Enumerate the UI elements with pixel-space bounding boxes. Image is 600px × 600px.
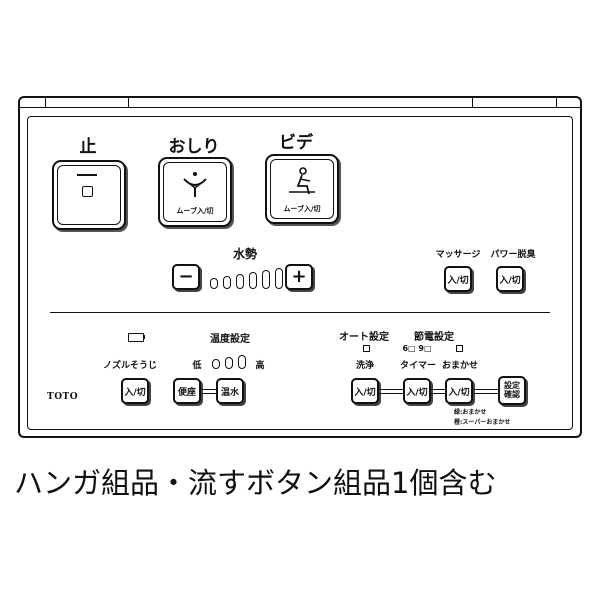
- timer-button[interactable]: 入/切: [403, 378, 431, 404]
- stop-label: 止: [79, 137, 97, 157]
- omakase-label: おまかせ: [441, 361, 478, 371]
- stop-square-icon: [82, 186, 93, 197]
- toto-logo: TOTO: [47, 392, 79, 402]
- water-pressure-plus-button[interactable]: +: [285, 264, 313, 290]
- auto-wash-button[interactable]: 入/切: [351, 378, 379, 404]
- bidet-label: ビデ: [279, 133, 313, 153]
- timer-label: タイマー: [399, 361, 436, 371]
- water-temperature-button[interactable]: 温水: [216, 378, 244, 404]
- energy-connector-line: [379, 393, 404, 394]
- temperature-level-2: [225, 357, 233, 369]
- hanger-divider: [128, 96, 129, 107]
- water-pressure-level-4: [249, 272, 257, 289]
- auto-wash-label: 洗浄: [355, 361, 374, 371]
- seat-temperature-button[interactable]: 便座: [173, 378, 201, 404]
- minus-icon: −: [178, 266, 194, 287]
- omakase-button[interactable]: 入/切: [445, 378, 473, 404]
- temperature-level-3: [238, 355, 246, 369]
- massage-label: マッサージ: [435, 250, 481, 260]
- stop-bar-icon: [77, 174, 97, 176]
- water-pressure-label: 水勢: [232, 247, 257, 261]
- battery-icon: [128, 333, 144, 342]
- setting-confirm-button[interactable]: 設定 確認: [498, 376, 526, 405]
- setting-confirm-line1: 設定: [504, 381, 520, 391]
- note-orange: 橙:スーパーおまかせ: [454, 419, 511, 426]
- setting-confirm-line2: 確認: [504, 389, 520, 399]
- nozzle-clean-button[interactable]: 入/切: [121, 378, 149, 404]
- temperature-high-label: 高: [255, 361, 265, 371]
- auto-indicator-icon: [363, 345, 370, 352]
- water-pressure-level-5: [262, 270, 270, 289]
- temperature-low-label: 低: [192, 361, 202, 371]
- oshiri-spray-icon: [183, 172, 207, 197]
- temperature-level-1: [212, 359, 220, 369]
- energy-setting-label: 節電設定: [414, 332, 454, 343]
- oshiri-move-label: ムーブ入/切: [176, 207, 214, 215]
- bidet-move-label: ムーブ入/切: [283, 205, 321, 213]
- temperature-setting-label: 温度設定: [210, 334, 250, 345]
- hanger-divider: [45, 96, 46, 107]
- water-pressure-level-6: [275, 268, 283, 289]
- water-pressure-level-1: [210, 278, 218, 289]
- energy-connector-line: [473, 393, 499, 394]
- product-caption: ハンガ組品・流すボタン組品1個含む: [14, 466, 497, 500]
- hanger-divider: [472, 96, 473, 107]
- temperature-connector-line: [201, 393, 217, 394]
- energy-connector-line: [379, 389, 404, 390]
- plus-icon: +: [291, 266, 307, 287]
- hanger-divider: [556, 96, 557, 107]
- water-pressure-minus-button[interactable]: −: [172, 264, 200, 290]
- bidet-button[interactable]: ムーブ入/切: [265, 154, 339, 224]
- hanger-top-edge: [20, 107, 580, 108]
- omakase-indicator-icon: [456, 345, 463, 352]
- oshiri-button[interactable]: ムーブ入/切: [158, 157, 232, 227]
- energy-connector-line: [431, 393, 446, 394]
- note-green: 緑:おまかせ: [454, 409, 487, 416]
- nozzle-clean-label: ノズルそうじ: [102, 361, 157, 371]
- oshiri-label: おしり: [168, 137, 220, 157]
- power-deodorize-button[interactable]: 入/切: [496, 266, 524, 292]
- power-deodorize-label: パワー脱臭: [490, 250, 536, 260]
- water-pressure-level-3: [236, 274, 244, 289]
- energy-connector-line: [473, 389, 499, 390]
- timer-hours-label: 6□ 9□: [402, 344, 432, 353]
- battery-tip-icon: [143, 335, 145, 339]
- section-divider: [50, 312, 550, 313]
- button-panel: [27, 116, 573, 430]
- auto-setting-label: オート設定: [339, 332, 389, 343]
- stop-button[interactable]: [52, 160, 126, 230]
- water-pressure-level-2: [223, 276, 231, 289]
- temperature-connector-line: [201, 389, 217, 390]
- massage-button[interactable]: 入/切: [444, 266, 472, 292]
- energy-connector-line: [431, 389, 446, 390]
- bidet-person-icon: [289, 167, 315, 195]
